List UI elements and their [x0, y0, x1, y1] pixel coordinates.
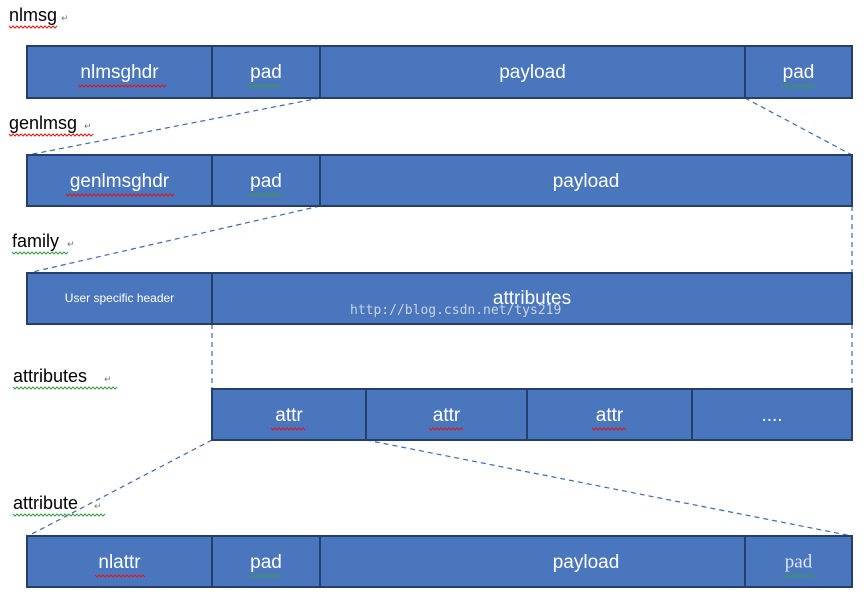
- cell-label-attr: attr: [596, 405, 624, 426]
- cell-label-user-specific-header: User specific header: [65, 291, 174, 305]
- cell-pad: [744, 45, 853, 99]
- grammar-underline: [781, 574, 815, 578]
- paragraph-mark: ↵: [104, 375, 112, 385]
- cell-label-attributes: attributes: [493, 288, 571, 309]
- cell-label-attr: attr: [433, 405, 461, 426]
- cell-label-payload: payload: [553, 552, 620, 573]
- cell-pad: [211, 154, 321, 207]
- cell-label-payload: payload: [499, 62, 566, 83]
- grammar-underline: [12, 386, 118, 390]
- spell-underline: [65, 193, 175, 197]
- grammar-underline: [12, 513, 106, 517]
- cell-user-specific-header: [26, 272, 213, 325]
- cell-label-pad: pad: [250, 552, 282, 573]
- cell-label-pad: pad: [785, 551, 813, 572]
- grammar-underline: [11, 251, 69, 255]
- cell-payload: [319, 154, 853, 207]
- cell-payload: [319, 535, 746, 588]
- section-nlmsg: nlmsg ↵ nlmsghdr pad payload pad: [8, 5, 853, 99]
- row-attributes: attr attr attr ....: [211, 388, 853, 441]
- cell-attributes: [211, 272, 853, 325]
- cell-label-genlmsghdr: genlmsghdr: [70, 171, 170, 192]
- section-label-attribute: attribute: [13, 493, 78, 513]
- cell-attr: [365, 388, 528, 441]
- cell-payload: [319, 45, 746, 99]
- cell-more: [691, 388, 853, 441]
- cell-label-attr: attr: [275, 405, 303, 426]
- row-genlmsg: genlmsghdr pad payload: [26, 154, 853, 207]
- cell-label-nlmsghdr: nlmsghdr: [80, 62, 159, 83]
- section-family: family ↵ User specific header http://blo…: [11, 231, 853, 325]
- cell-label-pad: pad: [250, 171, 282, 192]
- section-label-genlmsg: genlmsg: [9, 113, 77, 133]
- section-label-nlmsg: nlmsg: [9, 5, 57, 25]
- grammar-underline: [248, 574, 282, 578]
- spell-underline: [77, 84, 167, 88]
- cell-label-pad: pad: [250, 62, 282, 83]
- row-nlmsg: nlmsghdr pad payload pad: [26, 45, 853, 99]
- cell-pad: [744, 535, 853, 588]
- spell-underline: [94, 574, 146, 578]
- section-label-attributes: attributes: [13, 366, 87, 386]
- section-attribute: attribute ↵ nlattr pad payload pad: [12, 493, 853, 588]
- grammar-underline: [248, 84, 282, 88]
- connector-lines: [27, 97, 853, 537]
- grammar-underline: [248, 193, 282, 197]
- cell-genlmsghdr: [26, 154, 213, 207]
- section-genlmsg: genlmsg ↵ genlmsghdr pad payload: [8, 113, 853, 207]
- cell-nlattr: [26, 535, 213, 588]
- spell-underline: [428, 427, 464, 431]
- paragraph-mark: ↵: [84, 122, 92, 132]
- section-attributes: attributes ↵ attr attr attr ....: [12, 366, 853, 441]
- cell-label-pad: pad: [783, 62, 815, 83]
- row-attribute: nlattr pad payload pad: [26, 535, 853, 588]
- spell-underline: [270, 427, 306, 431]
- paragraph-mark: ↵: [61, 14, 69, 24]
- connector-nlmsg-payload-left: [27, 97, 321, 156]
- cell-attr: [211, 388, 367, 441]
- cell-pad: [211, 45, 321, 99]
- spell-underline: [591, 427, 627, 431]
- cell-label-nlattr: nlattr: [98, 552, 141, 573]
- section-label-family: family: [12, 231, 59, 251]
- row-family: User specific header http://blog.csdn.ne…: [26, 272, 853, 325]
- cell-pad: [211, 535, 321, 588]
- connector-genlmsg-payload-left: [27, 205, 321, 274]
- watermark: http://blog.csdn.net/tys219: [350, 303, 561, 318]
- cell-attr: [526, 388, 693, 441]
- grammar-underline: [781, 84, 815, 88]
- cell-nlmsghdr: [26, 45, 213, 99]
- paragraph-mark: ↵: [67, 240, 75, 250]
- spell-underline: [8, 133, 94, 137]
- spell-underline: [8, 25, 58, 29]
- cell-label-more: ....: [761, 405, 782, 426]
- paragraph-mark: ↵: [94, 502, 102, 512]
- connector-nlmsg-payload-right: [744, 97, 853, 156]
- connector-attr-left: [27, 439, 213, 537]
- cell-label-payload: payload: [553, 171, 620, 192]
- connector-attr-right: [365, 439, 853, 537]
